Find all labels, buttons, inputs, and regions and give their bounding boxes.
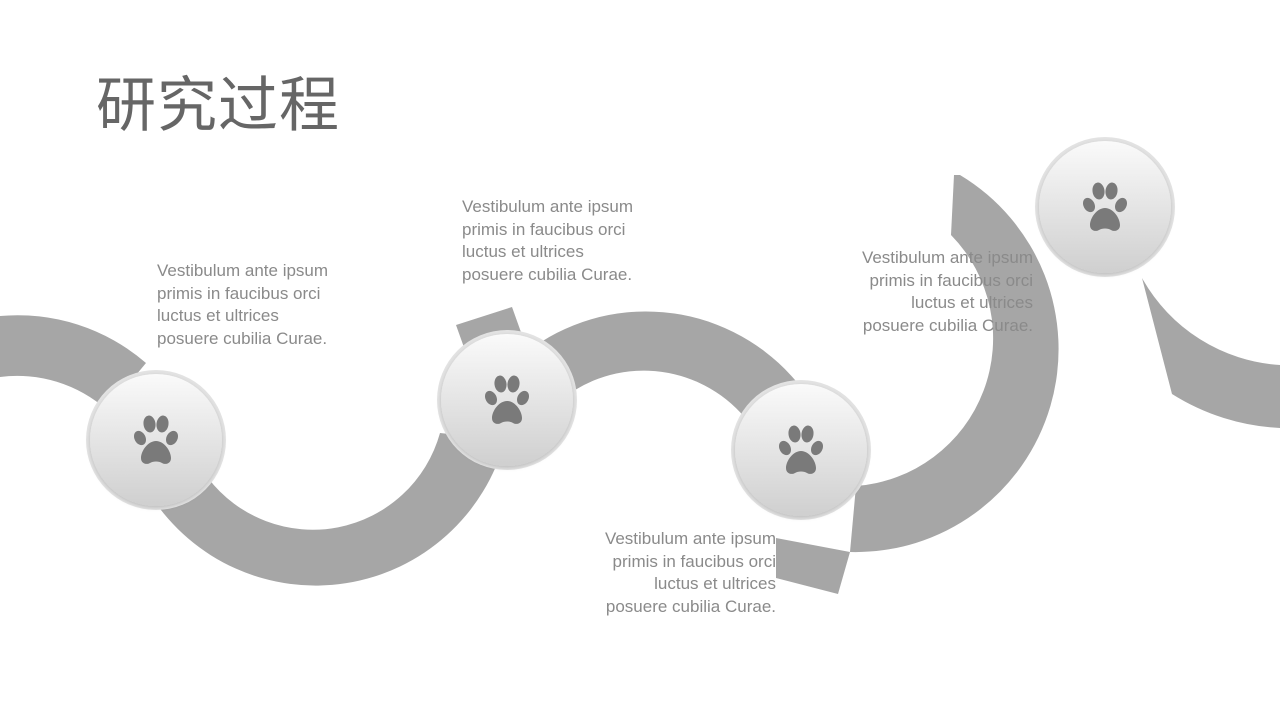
step-2-description: Vestibulum ante ipsum primis in faucibus… <box>462 196 692 286</box>
step-node-4 <box>1035 137 1175 277</box>
step-4-line-4: posuere cubilia Curae. <box>862 315 1033 335</box>
step-3-line-2: primis in faucibus orci <box>612 551 776 571</box>
ribbon-segment-4 <box>850 175 1059 553</box>
node-face <box>441 334 573 466</box>
step-4-line-3: luctus et ultrices <box>911 293 1033 312</box>
ribbon-segment-2 <box>541 311 803 433</box>
step-nodes <box>86 137 1175 520</box>
step-3-description: Vestibulum ante ipsum primis in faucibus… <box>546 528 776 618</box>
step-4-description: Vestibulum ante ipsum primis in faucibus… <box>803 247 1033 337</box>
step-1-line-2: primis in faucibus orci <box>157 283 321 303</box>
ribbon-segment-1 <box>151 433 505 586</box>
step-node-2 <box>437 330 577 470</box>
step-3-line-1: Vestibulum ante ipsum <box>604 529 776 548</box>
step-2-line-1: Vestibulum ante ipsum <box>462 197 634 216</box>
step-node-1 <box>86 370 226 510</box>
node-face <box>90 374 222 506</box>
ribbon-segment-start <box>0 315 146 410</box>
step-1-line-3: luctus et ultrices <box>157 306 279 325</box>
ribbon-segment-end <box>1142 278 1280 428</box>
step-2-line-4: posuere cubilia Curae. <box>462 264 633 284</box>
step-3-line-3: luctus et ultrices <box>654 574 776 593</box>
step-4-line-1: Vestibulum ante ipsum <box>861 248 1033 267</box>
node-face <box>1039 141 1171 273</box>
step-1-line-1: Vestibulum ante ipsum <box>157 261 329 280</box>
step-node-3 <box>731 380 871 520</box>
process-ribbon <box>0 175 1280 594</box>
step-2-line-3: luctus et ultrices <box>462 242 584 261</box>
node-face <box>735 384 867 516</box>
step-2-line-2: primis in faucibus orci <box>462 219 626 239</box>
page-title: 研究过程 <box>96 71 340 141</box>
ribbon-segment-3 <box>776 538 850 594</box>
step-1-line-4: posuere cubilia Curae. <box>157 328 328 348</box>
step-1-description: Vestibulum ante ipsum primis in faucibus… <box>157 260 387 350</box>
step-4-line-2: primis in faucibus orci <box>869 270 1033 290</box>
step-3-line-4: posuere cubilia Curae. <box>605 596 776 616</box>
